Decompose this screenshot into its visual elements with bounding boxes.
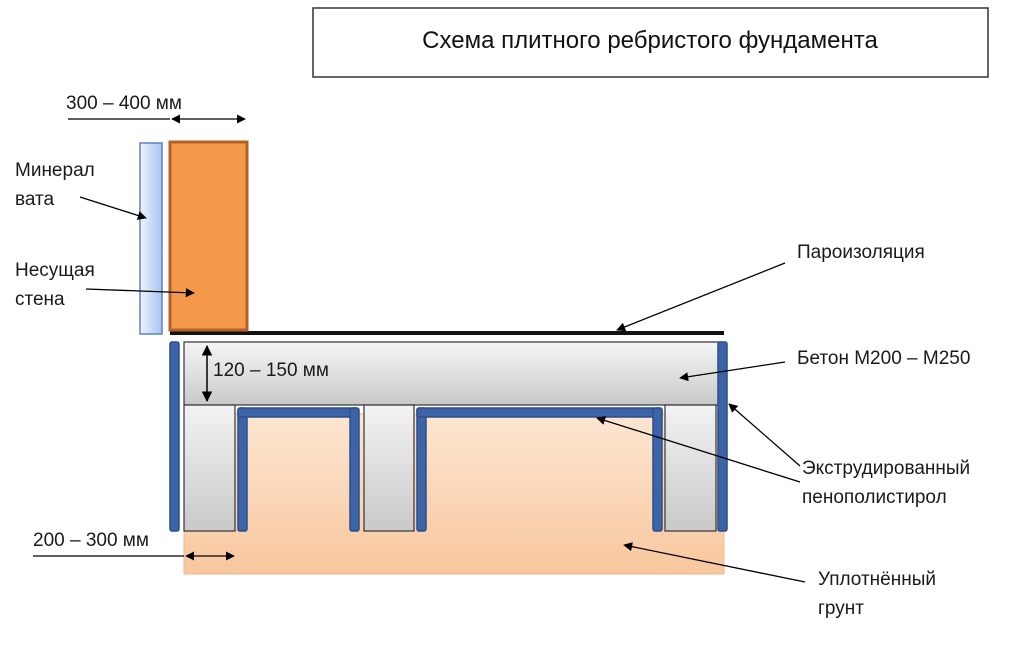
- xps-bay2-right: [652, 407, 663, 532]
- xps-insulation: [169, 341, 728, 532]
- soil-label-line1: Уплотнённый: [818, 569, 936, 590]
- rib-width-label: 200 – 300 мм: [33, 530, 149, 551]
- bearing-wall-label-line1: Несущая: [15, 260, 95, 281]
- slab-thickness-dimension: 120 – 150 мм: [201, 344, 329, 403]
- vapor-barrier-line: [170, 331, 724, 335]
- xps-bay2-top: [416, 407, 663, 418]
- rib-width-dimension: 200 – 300 мм: [33, 530, 235, 561]
- xps-bay1-right: [349, 407, 360, 532]
- concrete-rib-left: [183, 404, 236, 532]
- slab-thickness-label: 120 – 150 мм: [213, 360, 329, 381]
- concrete-rib-right: [664, 404, 717, 532]
- vapor-barrier-label: Пароизоляция: [797, 242, 925, 263]
- wall-thickness-dimension: 300 – 400 мм: [66, 93, 246, 124]
- xps-bay1-top: [237, 407, 359, 418]
- xps-callout: Экструдированный пенополистирол: [596, 403, 970, 508]
- soil-label-line2: грунт: [818, 598, 864, 619]
- vapor-barrier-callout: Пароизоляция: [616, 242, 925, 332]
- compacted-soil: [183, 413, 725, 575]
- bearing-wall: [168, 140, 249, 332]
- diagram-title: Схема плитного ребристого фундамента: [422, 27, 878, 54]
- mineral-wool-label-line2: вата: [15, 189, 55, 210]
- concrete-rib-middle: [363, 404, 415, 532]
- xps-label-line1: Экструдированный: [802, 458, 970, 479]
- mineral-wool: [139, 142, 163, 335]
- concrete-label: Бетон М200 – М250: [797, 348, 970, 369]
- xps-label-line2: пенополистирол: [802, 487, 947, 508]
- soil-callout: Уплотнённый грунт: [623, 542, 936, 619]
- xps-bay1-left: [237, 407, 248, 532]
- wall-thickness-label: 300 – 400 мм: [66, 93, 182, 114]
- concrete-callout: Бетон М200 – М250: [679, 348, 970, 382]
- bearing-wall-callout: Несущая стена: [15, 260, 195, 310]
- xps-outer-right: [717, 341, 728, 532]
- xps-outer-left: [169, 341, 180, 532]
- xps-bay2-left: [416, 407, 427, 532]
- bearing-wall-label-line2: стена: [15, 289, 65, 310]
- mineral-wool-label-line1: Минерал: [15, 160, 95, 181]
- title-box: Схема плитного ребристого фундамента: [312, 7, 989, 78]
- concrete-slab: [183, 341, 722, 406]
- mineral-wool-callout: Минерал вата: [15, 160, 147, 220]
